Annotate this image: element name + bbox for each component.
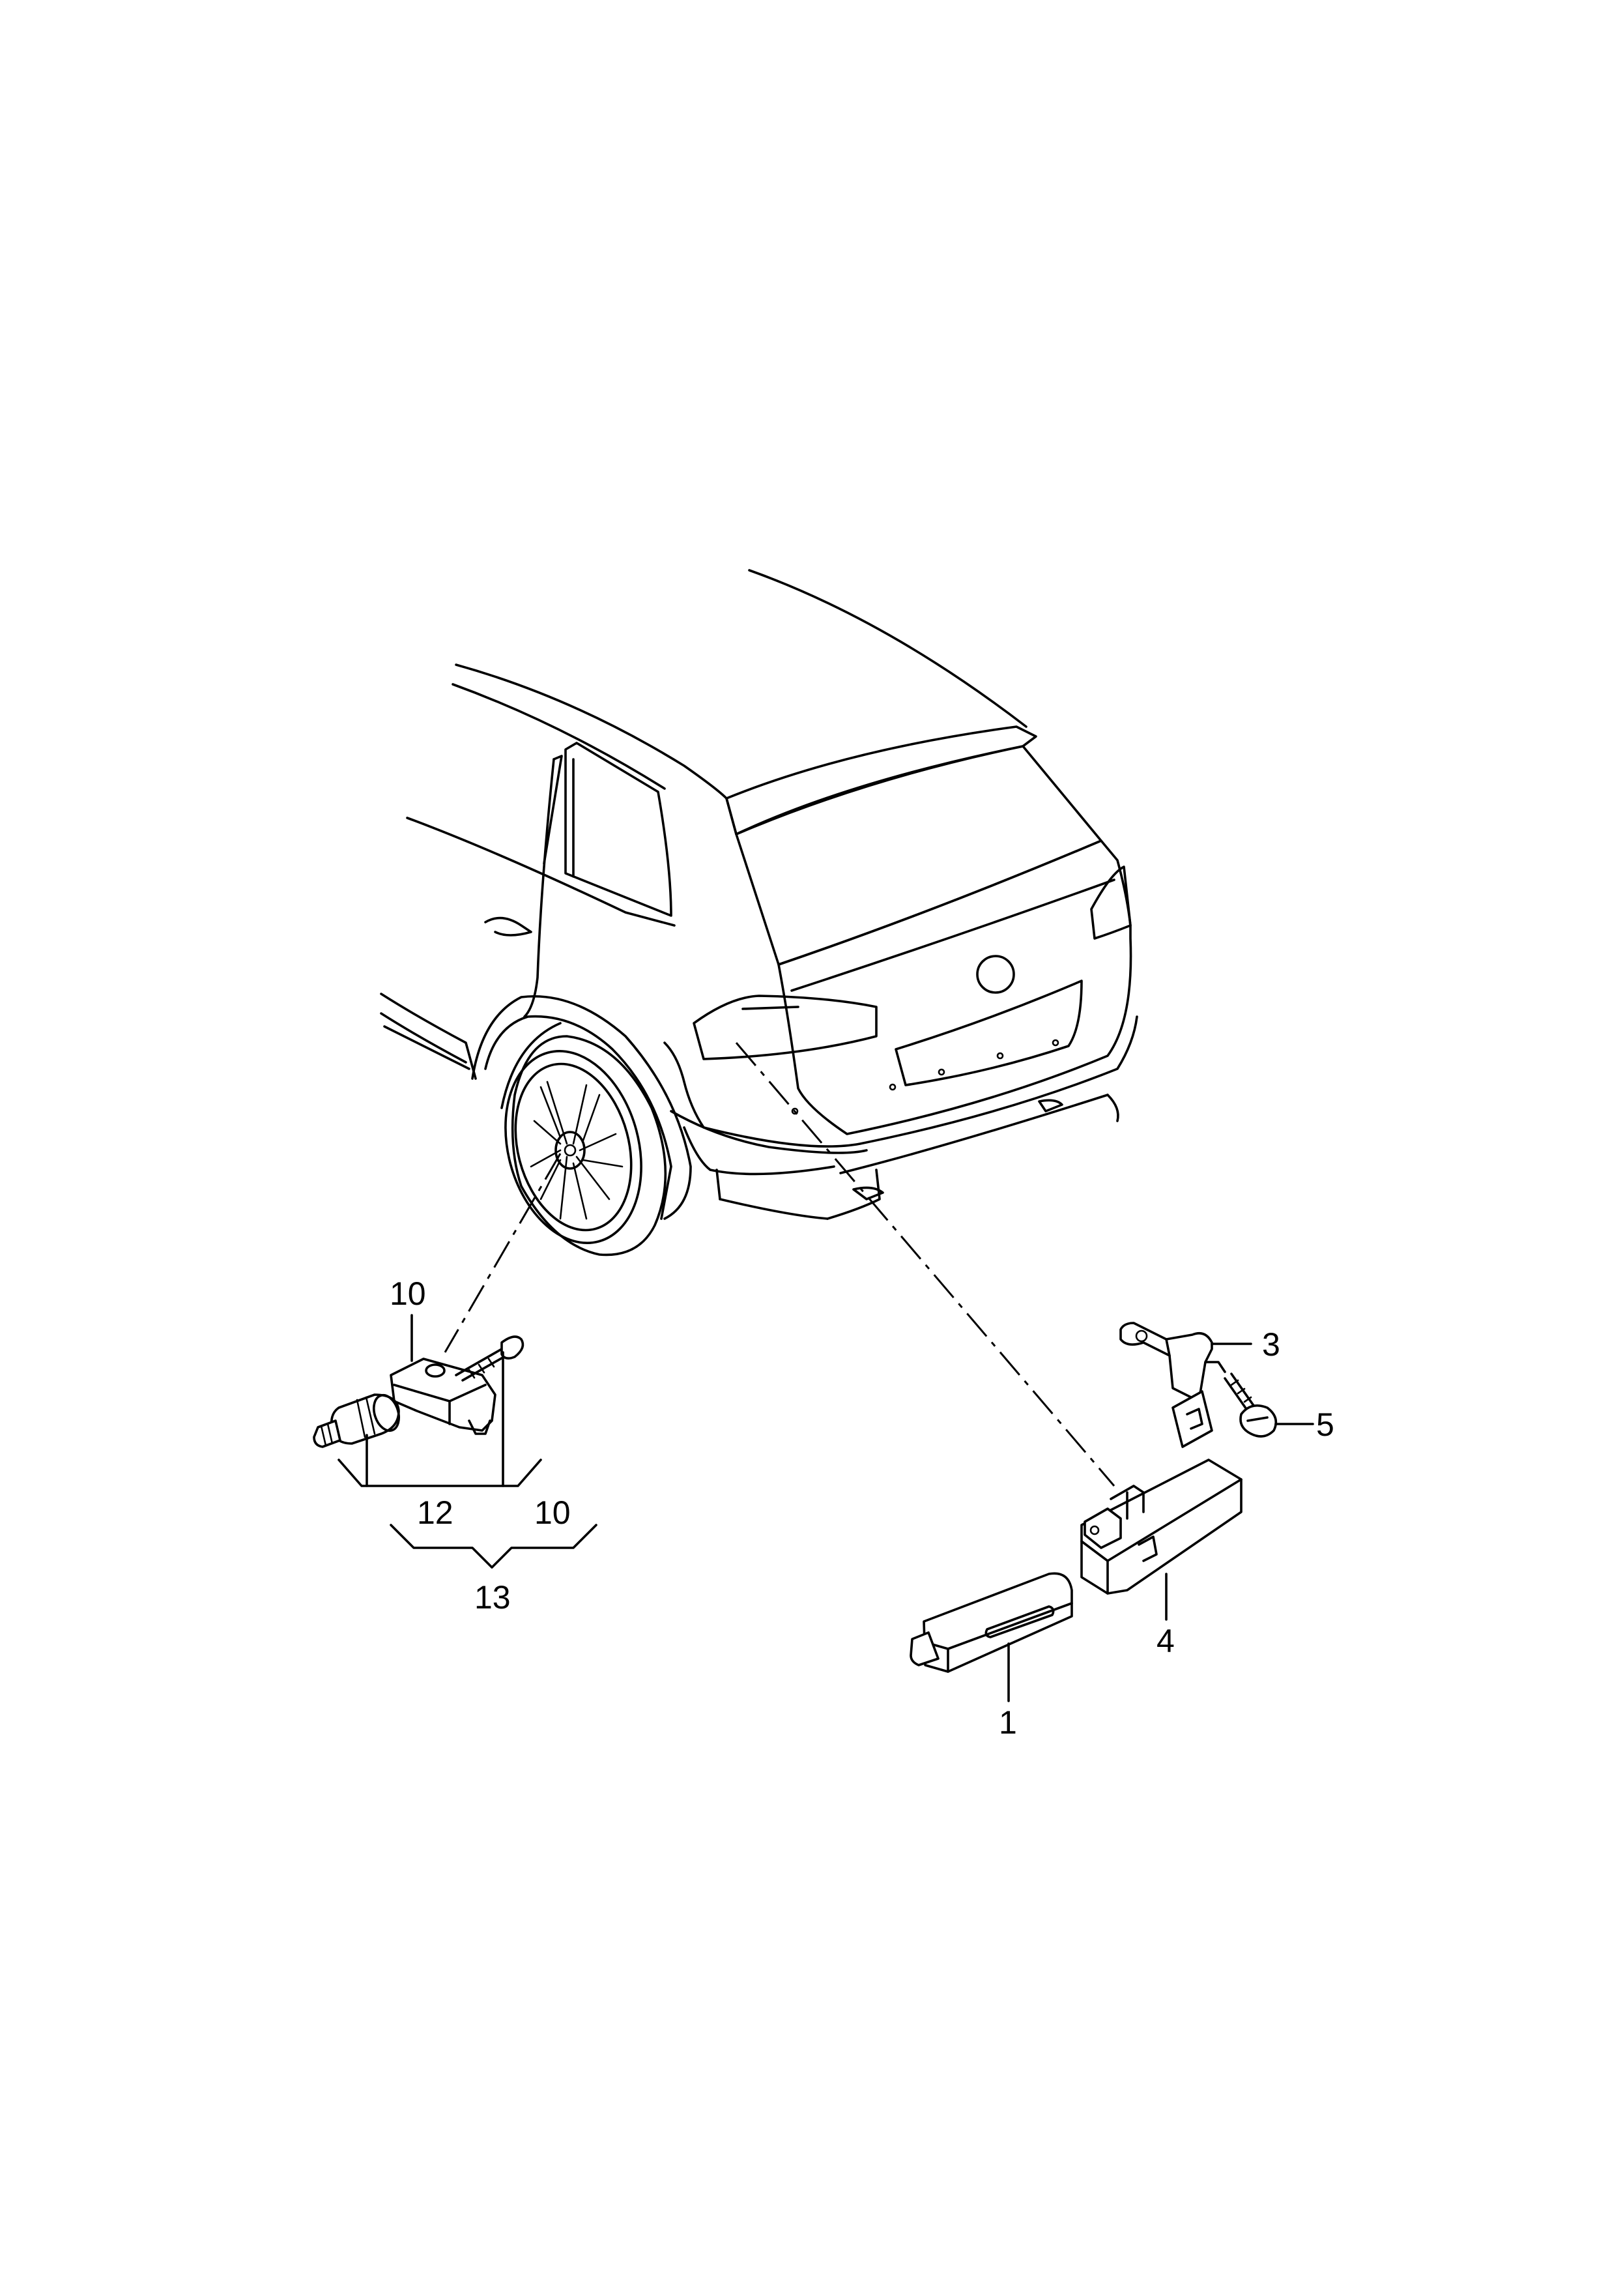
part-labels: 10 3 5 4 1 12 10 13 <box>390 1275 1334 1741</box>
antenna-bracket-assembly <box>910 1322 1278 1673</box>
label-part-5: 5 <box>1316 1406 1334 1443</box>
dash-leaders <box>444 1042 1115 1487</box>
label-part-3: 3 <box>1262 1326 1280 1363</box>
leader-lines <box>338 1314 1314 1702</box>
vehicle-rear-illustration <box>380 569 1138 1257</box>
tpms-sensor-assembly <box>313 1335 524 1448</box>
label-part-13: 13 <box>474 1579 511 1616</box>
label-part-4: 4 <box>1156 1623 1175 1659</box>
label-part-10-top: 10 <box>390 1275 426 1312</box>
label-part-10-group: 10 <box>534 1494 571 1531</box>
label-part-1: 1 <box>999 1704 1017 1741</box>
label-part-12: 12 <box>417 1494 453 1531</box>
